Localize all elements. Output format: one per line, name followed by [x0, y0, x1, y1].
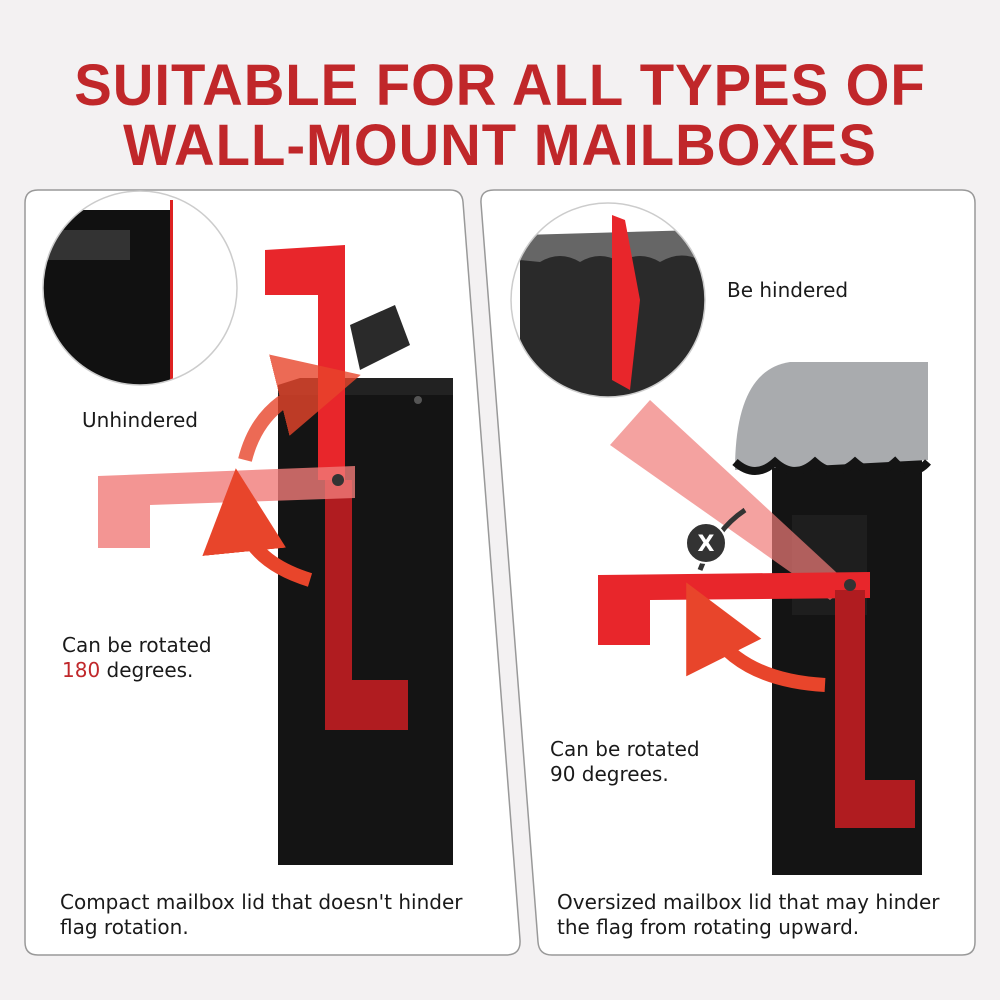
left-caption: Compact mailbox lid that doesn't hinder … — [60, 890, 463, 939]
left-rotation-line2: 180 degrees. — [62, 658, 212, 683]
headline-line-1: SUITABLE FOR ALL TYPES OF — [74, 53, 926, 118]
right-rotation-line2: 90 degrees. — [550, 762, 700, 787]
right-rotation-suffix: degrees. — [575, 762, 669, 786]
left-rotation-value: 180 — [62, 658, 101, 682]
unhindered-inset — [43, 191, 237, 385]
right-rotation-text: Can be rotated 90 degrees. — [550, 737, 700, 787]
compact-mailbox — [98, 245, 453, 865]
hindered-label: Be hindered — [727, 278, 849, 302]
right-caption: Oversized mailbox lid that may hinder th… — [557, 890, 940, 939]
hindered-inset — [511, 203, 705, 397]
unhindered-label: Unhindered — [82, 408, 199, 432]
blocked-x-icon — [685, 522, 727, 564]
svg-text:X: X — [698, 532, 715, 557]
left-rotation-text: Can be rotated 180 degrees. — [62, 633, 212, 683]
headline-line-2: WALL-MOUNT MAILBOXES — [123, 113, 877, 178]
right-rotation-value: 90 — [550, 762, 576, 786]
oversized-mailbox — [598, 362, 931, 875]
left-rotation-line1: Can be rotated — [62, 633, 212, 657]
right-rotation-line1: Can be rotated — [550, 737, 700, 761]
left-rotation-suffix: degrees. — [100, 658, 194, 682]
